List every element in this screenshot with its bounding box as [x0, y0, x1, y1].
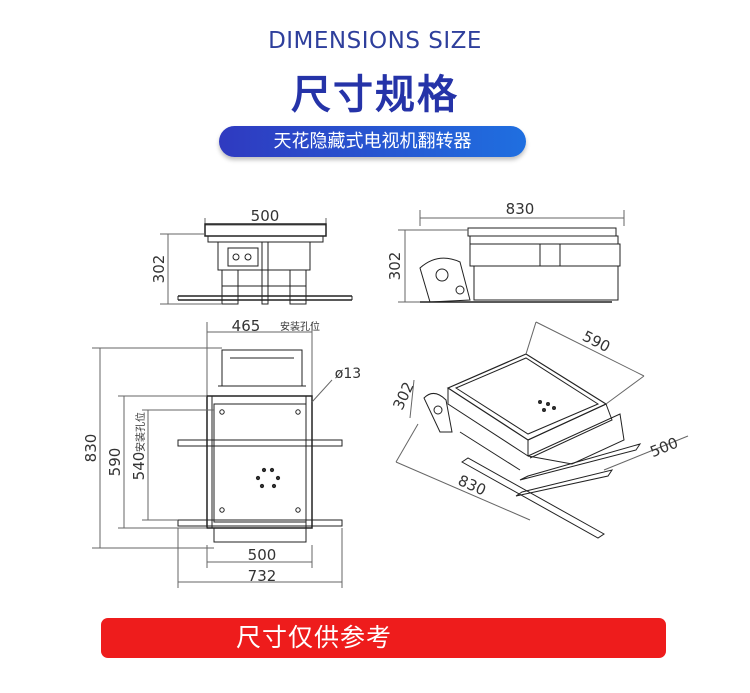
chinese-title: 尺寸规格: [291, 72, 459, 118]
top-view: [92, 322, 343, 588]
hole-diameter-label: ø13: [335, 366, 361, 382]
english-title: DIMENSIONS SIZE: [268, 28, 482, 54]
side-view: [398, 210, 625, 303]
side-length-label: 830: [506, 200, 535, 218]
top-mount-width-caption: 安装孔位: [280, 320, 320, 333]
iso-bottom-label: 830: [455, 471, 488, 499]
top-mount-length-caption: 安装孔位: [134, 412, 147, 452]
front-view: [160, 218, 353, 305]
side-height-label: 302: [386, 252, 404, 281]
isometric-view: [395, 321, 689, 539]
notice-text: 尺寸仅供参考: [236, 623, 393, 652]
top-mount-length-label: 540: [130, 452, 148, 481]
top-overall-width-label: 732: [248, 567, 277, 585]
iso-right-label: 500: [647, 434, 680, 461]
front-width-label: 500: [251, 207, 280, 225]
subtitle-badge: 天花隐藏式电视机翻转器: [219, 126, 526, 157]
top-mount-width-label: 465: [232, 317, 261, 335]
top-inner-length-label: 590: [106, 448, 124, 477]
front-height-label: 302: [150, 255, 168, 284]
top-length-label: 830: [82, 434, 100, 463]
top-bottom-width-label: 500: [248, 546, 277, 564]
notice-banner: [101, 618, 666, 658]
